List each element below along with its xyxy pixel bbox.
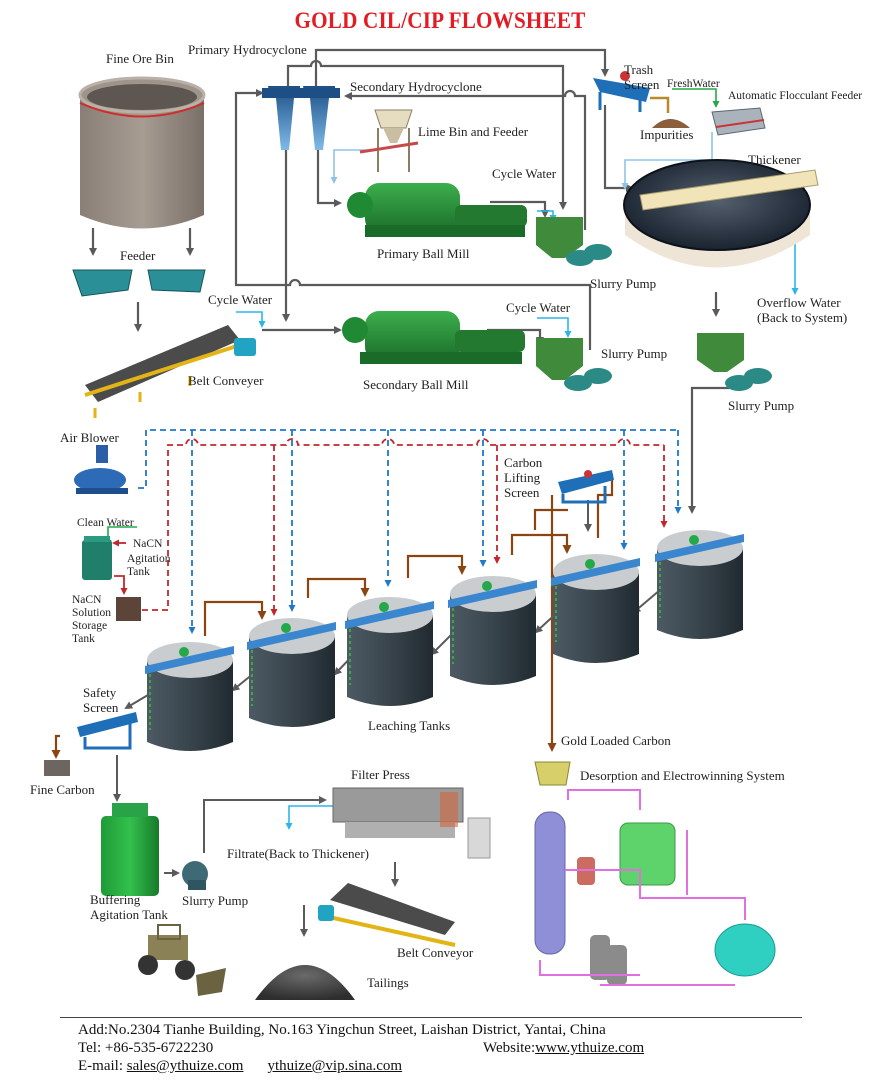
label-thickener: Thickener	[748, 152, 801, 167]
label-filter-press: Filter Press	[351, 767, 410, 782]
label-carbon-lifting-screen: Carbon Lifting Screen	[504, 455, 543, 500]
label-belt-conveyor: Belt Conveyor	[397, 945, 474, 960]
label-leaching-tanks: Leaching Tanks	[368, 718, 451, 733]
label-gold-loaded-carbon: Gold Loaded Carbon	[561, 733, 671, 748]
label-air-blower: Air Blower	[60, 430, 119, 445]
label-cycle-water-1: Cycle Water	[492, 166, 557, 181]
nacn-lines	[142, 438, 668, 616]
carbon-lifting-screen-icon	[558, 470, 614, 504]
label-fine-ore-bin: Fine Ore Bin	[106, 51, 174, 66]
leaching-tank-icon	[655, 530, 744, 639]
leaching-tank-icon	[551, 554, 640, 663]
footer-website-label: Website:	[483, 1040, 536, 1056]
email-link-sina[interactable]: ythuize@vip.sina.com	[267, 1058, 403, 1074]
page-title: GOLD CIL/CIP FLOWSHEET	[294, 8, 586, 33]
label-fresh-water: FreshWater	[667, 78, 720, 90]
nacn-agitation-tank-icon	[82, 536, 112, 580]
leaching-tank-icon	[345, 597, 434, 706]
fine-carbon-icon	[44, 760, 70, 776]
label-safety-screen: Safety Screen	[83, 685, 119, 715]
email-link-sales[interactable]: sales@ythuize.com	[126, 1058, 244, 1074]
label-slurry-pump-2: Slurry Pump	[601, 346, 668, 361]
leaching-tanks	[145, 530, 744, 751]
label-primary-hydrocyclone: Primary Hydrocyclone	[188, 42, 307, 57]
label-nacn: NaCN	[133, 538, 163, 550]
label-primary-ball-mill: Primary Ball Mill	[377, 246, 470, 261]
footer-address: Add:No.2304 Tianhe Building, No.163 Ying…	[78, 1022, 606, 1038]
slurry-pump-sump-3-icon	[697, 333, 772, 391]
primary-hydrocyclone-icon	[262, 86, 306, 150]
feeder-icon	[72, 269, 206, 297]
slurry-pump-bottom-icon	[182, 861, 208, 890]
primary-ball-mill-icon	[347, 183, 527, 237]
label-slurry-pump-3: Slurry Pump	[728, 398, 795, 413]
belt-conveyor-bottom-icon	[318, 883, 456, 947]
label-nacn-agitation-tank: Agitation Tank	[127, 553, 171, 578]
label-buffering-tank: Buffering Agitation Tank	[90, 892, 168, 922]
loader-icon	[138, 924, 226, 996]
label-belt-conveyer: Belt Conveyer	[188, 373, 264, 388]
footer-tel: Tel: +86-535-6722230	[78, 1040, 214, 1056]
nacn-storage-tank-icon	[116, 597, 141, 621]
label-filtrate: Filtrate(Back to Thickener)	[227, 846, 369, 861]
secondary-ball-mill-icon	[342, 311, 525, 364]
air-blower-icon	[74, 445, 128, 494]
desorption-electrowinning-icon	[534, 761, 776, 986]
label-flocculant-feeder: Automatic Flocculant Feeder	[728, 90, 863, 102]
label-secondary-ball-mill: Secondary Ball Mill	[363, 377, 469, 392]
footer-divider	[60, 1017, 802, 1018]
label-cycle-water-2: Cycle Water	[208, 292, 273, 307]
leaching-tank-icon	[145, 642, 234, 751]
label-trash-screen: Trash Screen	[624, 62, 660, 92]
impurities-pile-icon	[652, 119, 690, 128]
trash-screen-icon	[593, 71, 670, 113]
leaching-tank-icon	[448, 576, 537, 685]
label-slurry-pump-1: Slurry Pump	[590, 276, 657, 291]
footer-email: E-mail: sales@ythuize.com ythuize@vip.sin…	[78, 1058, 402, 1075]
buffering-agitation-tank-icon	[101, 803, 159, 896]
lime-bin-icon	[359, 109, 419, 172]
thickener-icon	[623, 159, 819, 268]
air-lines	[138, 429, 682, 634]
footer-website: Website:www.ythuize.com	[483, 1040, 644, 1057]
tailings-pile-icon	[255, 965, 355, 1000]
fine-ore-bin-icon	[78, 76, 206, 229]
label-clean-water: Clean Water	[77, 517, 134, 529]
website-link[interactable]: www.ythuize.com	[535, 1040, 645, 1056]
label-cycle-water-3: Cycle Water	[506, 300, 571, 315]
footer-email-label: E-mail:	[78, 1058, 127, 1074]
label-slurry-pump-4: Slurry Pump	[182, 893, 249, 908]
flocculant-feeder-icon	[711, 107, 766, 136]
label-secondary-hydrocyclone: Secondary Hydrocyclone	[350, 79, 482, 94]
nacn-prep-lines	[112, 539, 128, 595]
label-desorption-system: Desorption and Electrowinning System	[580, 768, 785, 783]
filter-press-icon	[332, 787, 491, 859]
label-nacn-storage-tank: NaCN Solution Storage Tank	[72, 594, 111, 645]
water-flow-lines	[104, 88, 799, 830]
label-fine-carbon: Fine Carbon	[30, 782, 95, 797]
label-feeder: Feeder	[120, 248, 156, 263]
label-impurities: Impurities	[640, 127, 694, 142]
secondary-hydrocyclone-icon	[298, 86, 340, 150]
safety-screen-icon	[77, 712, 138, 750]
slurry-pump-sump-1-icon	[536, 217, 612, 266]
slurry-pump-sump-2-icon	[536, 338, 612, 391]
label-lime-bin: Lime Bin and Feeder	[418, 124, 529, 139]
belt-conveyer-icon	[84, 325, 256, 418]
label-tailings: Tailings	[367, 975, 409, 990]
leaching-tank-icon	[247, 618, 336, 727]
label-overflow-water: Overflow Water (Back to System)	[757, 295, 848, 325]
